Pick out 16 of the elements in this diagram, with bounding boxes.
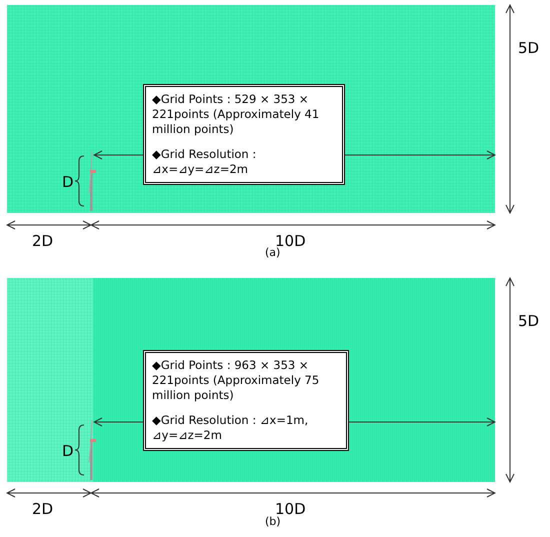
dimension-label: 2D <box>32 502 54 517</box>
info-box <box>143 350 349 451</box>
dimension-label: 10D <box>275 502 306 517</box>
dimension-label: 5D <box>518 41 540 56</box>
grid-spec-text: ◆Grid Points : 529 × 353 × 221points (Approximately 41 million points) <box>152 92 320 137</box>
dimension-label: D <box>62 175 74 190</box>
grid-spec-text: ◆Grid Resolution : ⊿x=⊿y=⊿z=2m <box>152 146 258 177</box>
dimension-label: 10D <box>275 234 306 249</box>
dimension-label: 2D <box>32 234 54 249</box>
panel-label: (a) <box>265 247 280 258</box>
info-box <box>143 84 345 185</box>
grid-spec-text: ◆Grid Points : 963 × 353 × 221points (Approximately 75 million points) <box>152 358 320 403</box>
dimension-label: D <box>62 444 74 459</box>
panel-label: (b) <box>265 516 281 527</box>
dimension-label: 5D <box>518 314 540 329</box>
grid-spec-text: ◆Grid Resolution : ⊿x=1m, ⊿y=⊿z=2m <box>152 412 310 443</box>
